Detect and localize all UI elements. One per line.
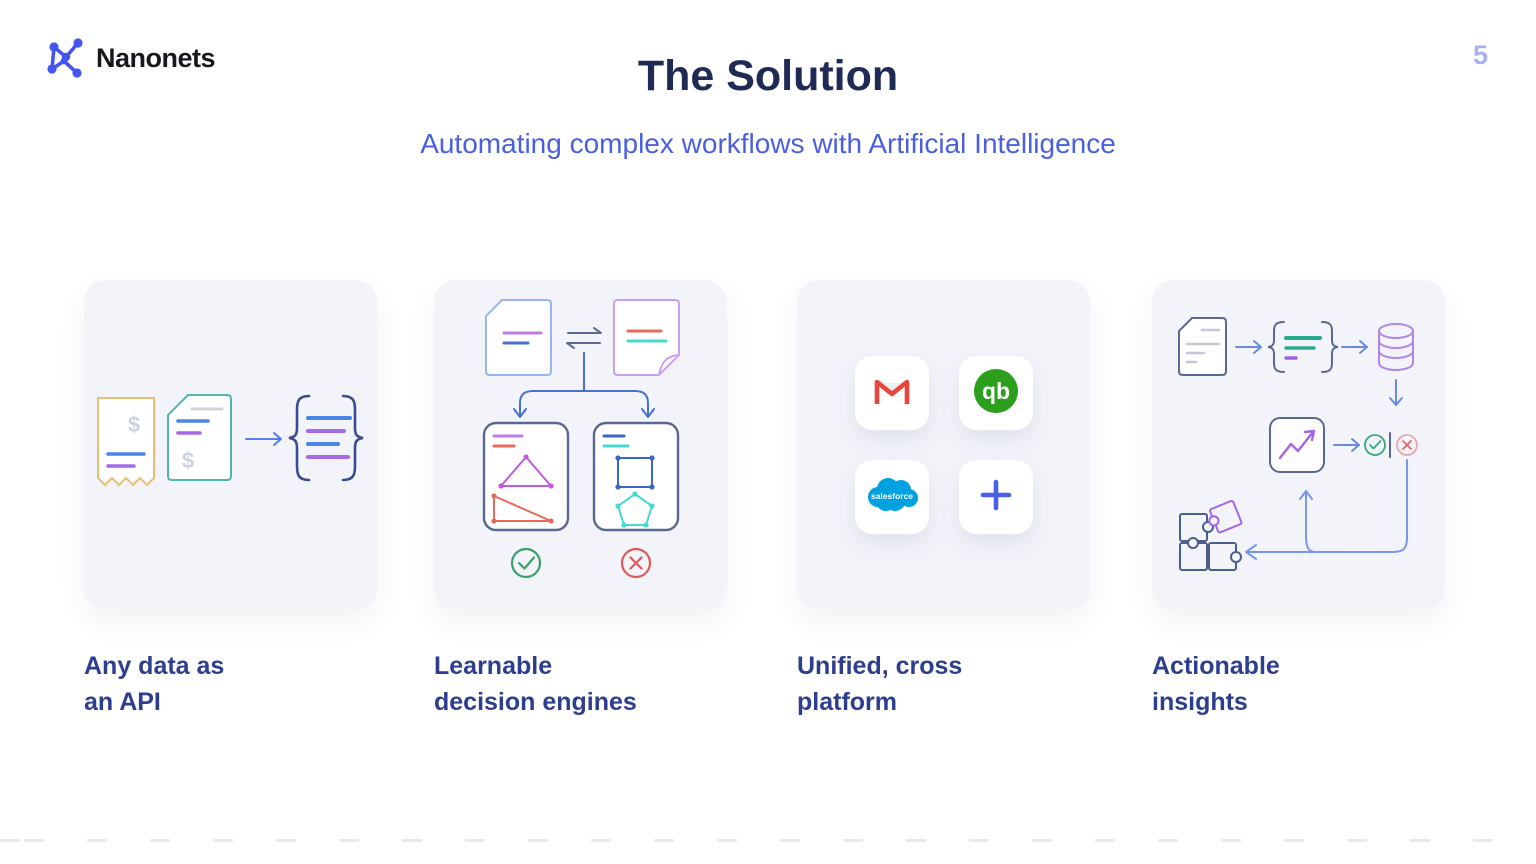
brand-name: Nanonets [96, 43, 216, 73]
add-integration-tile [958, 460, 1033, 534]
branch-arrows-icon [512, 352, 655, 418]
accepted-shapes-card [482, 421, 569, 532]
swap-arrows-icon [565, 327, 602, 349]
gmail-tile [854, 356, 929, 430]
source-document-icon [484, 299, 552, 376]
document-icon [1177, 317, 1227, 376]
page-title: The Solution [637, 52, 899, 100]
caption-unified-cross-platform: Unified, cross platform [797, 648, 962, 720]
caption-any-data-as-api: Any data as an API [84, 648, 224, 720]
decision-tree-illustration [482, 299, 680, 579]
extracted-json-icon [1267, 321, 1338, 373]
salesforce-icon: salesforce [864, 475, 920, 520]
bottom-dashed-divider [0, 839, 1536, 842]
caption-line: Learnable [434, 652, 553, 680]
cross-circle-icon [620, 547, 651, 579]
database-icon [1377, 323, 1414, 371]
card-learnable-decision-engines [434, 280, 727, 610]
right-arrow-icon [244, 432, 282, 446]
caption-line: Any data as [84, 652, 225, 680]
caption-line: Actionable [1152, 652, 1280, 680]
right-arrow-icon [1234, 340, 1262, 354]
down-arrow-icon [1388, 379, 1403, 406]
rejected-shapes-card [592, 421, 679, 532]
caption-actionable-insights: Actionable insights [1152, 648, 1280, 720]
receipt-icon: $ [96, 397, 155, 487]
feedback-loop-arrows [1244, 459, 1408, 560]
svg-text:$: $ [181, 448, 193, 473]
check-circle-icon [510, 547, 541, 579]
quickbooks-icon: qb [972, 367, 1020, 420]
page-number: 5 [1472, 40, 1488, 70]
insights-pipeline-illustration [1177, 317, 1418, 571]
salesforce-tile: salesforce [854, 460, 929, 534]
card-any-data-as-api: $ $ [84, 280, 377, 610]
svg-text:salesforce: salesforce [870, 491, 912, 501]
integration-tiles: qb salesforce [854, 356, 1033, 534]
json-braces-icon [288, 394, 363, 482]
target-document-icon [612, 299, 680, 376]
card-actionable-insights [1152, 280, 1445, 610]
cross-circle-icon [1395, 434, 1418, 456]
check-circle-icon [1363, 434, 1386, 456]
page-subtitle: Automating complex workflows with Artifi… [420, 128, 1116, 159]
invoice-document-icon: $ [166, 394, 232, 481]
right-arrow-icon [1332, 438, 1360, 452]
gmail-icon [871, 374, 913, 413]
caption-line: insights [1152, 688, 1248, 716]
caption-line: decision engines [434, 688, 637, 716]
nanonets-logo: Nanonets [44, 34, 216, 83]
nanonets-logo-icon [44, 34, 88, 83]
svg-text:qb: qb [981, 378, 1009, 404]
caption-line: an API [84, 688, 161, 716]
card-unified-cross-platform: qb salesforce [797, 280, 1090, 610]
receipt-to-json-illustration: $ $ [96, 394, 363, 487]
right-arrow-icon [1340, 340, 1368, 354]
puzzle-pieces-icon [1178, 499, 1242, 571]
caption-line: platform [797, 688, 897, 716]
caption-line: Unified, cross [797, 652, 963, 680]
plus-icon [975, 474, 1017, 521]
caption-learnable-decision-engines: Learnable decision engines [434, 648, 637, 720]
quickbooks-tile: qb [958, 356, 1033, 430]
svg-text:$: $ [127, 412, 139, 437]
trend-chart-icon [1268, 417, 1325, 473]
